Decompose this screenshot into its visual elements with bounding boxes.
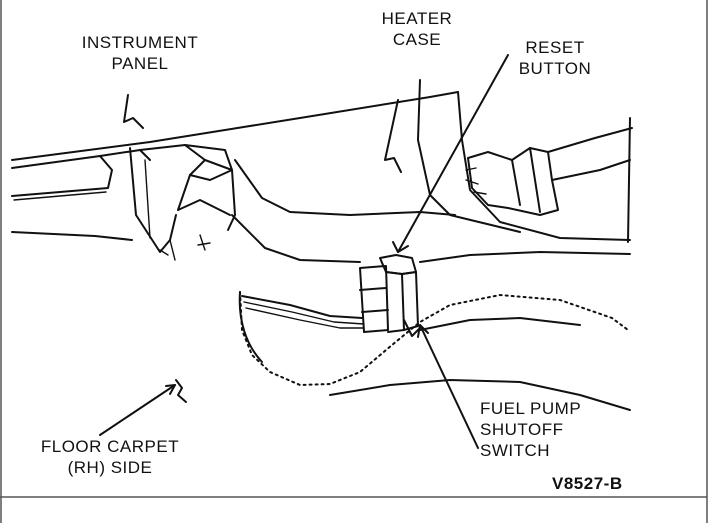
floor-carpet-label-line1: FLOOR CARPET <box>40 437 180 456</box>
figure-code: V8527-B <box>552 474 623 493</box>
instrument-panel-label: INSTRUMENT PANEL <box>60 32 220 74</box>
floor-carpet-label-line2: (RH) SIDE <box>67 458 153 477</box>
reset-button-label-line2: BUTTON <box>518 59 592 78</box>
fuel-pump-switch-leader <box>419 324 479 449</box>
glovebox-bracket-shape <box>129 144 236 261</box>
heater-case-shape <box>231 79 631 263</box>
floor-carpet-squiggle <box>175 379 187 403</box>
heater-case-label: HEATER CASE <box>362 8 472 50</box>
heater-case-leader <box>384 99 402 173</box>
fuel-pump-switch-label-line1: FUEL PUMP <box>480 399 582 418</box>
fuel-pump-switch-label-line3: SWITCH <box>480 441 551 460</box>
heater-case-label-line2: CASE <box>392 30 442 49</box>
instrument-panel-leader <box>123 94 144 129</box>
reset-button-label-line1: RESET <box>525 38 585 57</box>
reset-button-label: RESET BUTTON <box>500 37 610 79</box>
floor-carpet-leader <box>99 384 176 436</box>
leader-lines <box>99 54 509 449</box>
fuel-pump-switch-label-line2: SHUTOFF <box>480 420 564 439</box>
instrument-panel-label-line2: PANEL <box>111 54 169 73</box>
fuel-pump-shutoff-switch-label: FUEL PUMP SHUTOFF SWITCH <box>480 398 620 461</box>
floor-carpet-edge <box>238 291 631 411</box>
wiring-connector-shape <box>465 127 633 216</box>
heater-case-label-line1: HEATER <box>381 9 453 28</box>
instrument-panel-label-line1: INSTRUMENT <box>81 33 199 52</box>
wire-harness-shape <box>241 295 365 329</box>
reset-button-leader <box>397 54 509 253</box>
floor-carpet-label: FLOOR CARPET (RH) SIDE <box>25 436 195 478</box>
fuel-pump-shutoff-switch-shape <box>359 254 421 337</box>
